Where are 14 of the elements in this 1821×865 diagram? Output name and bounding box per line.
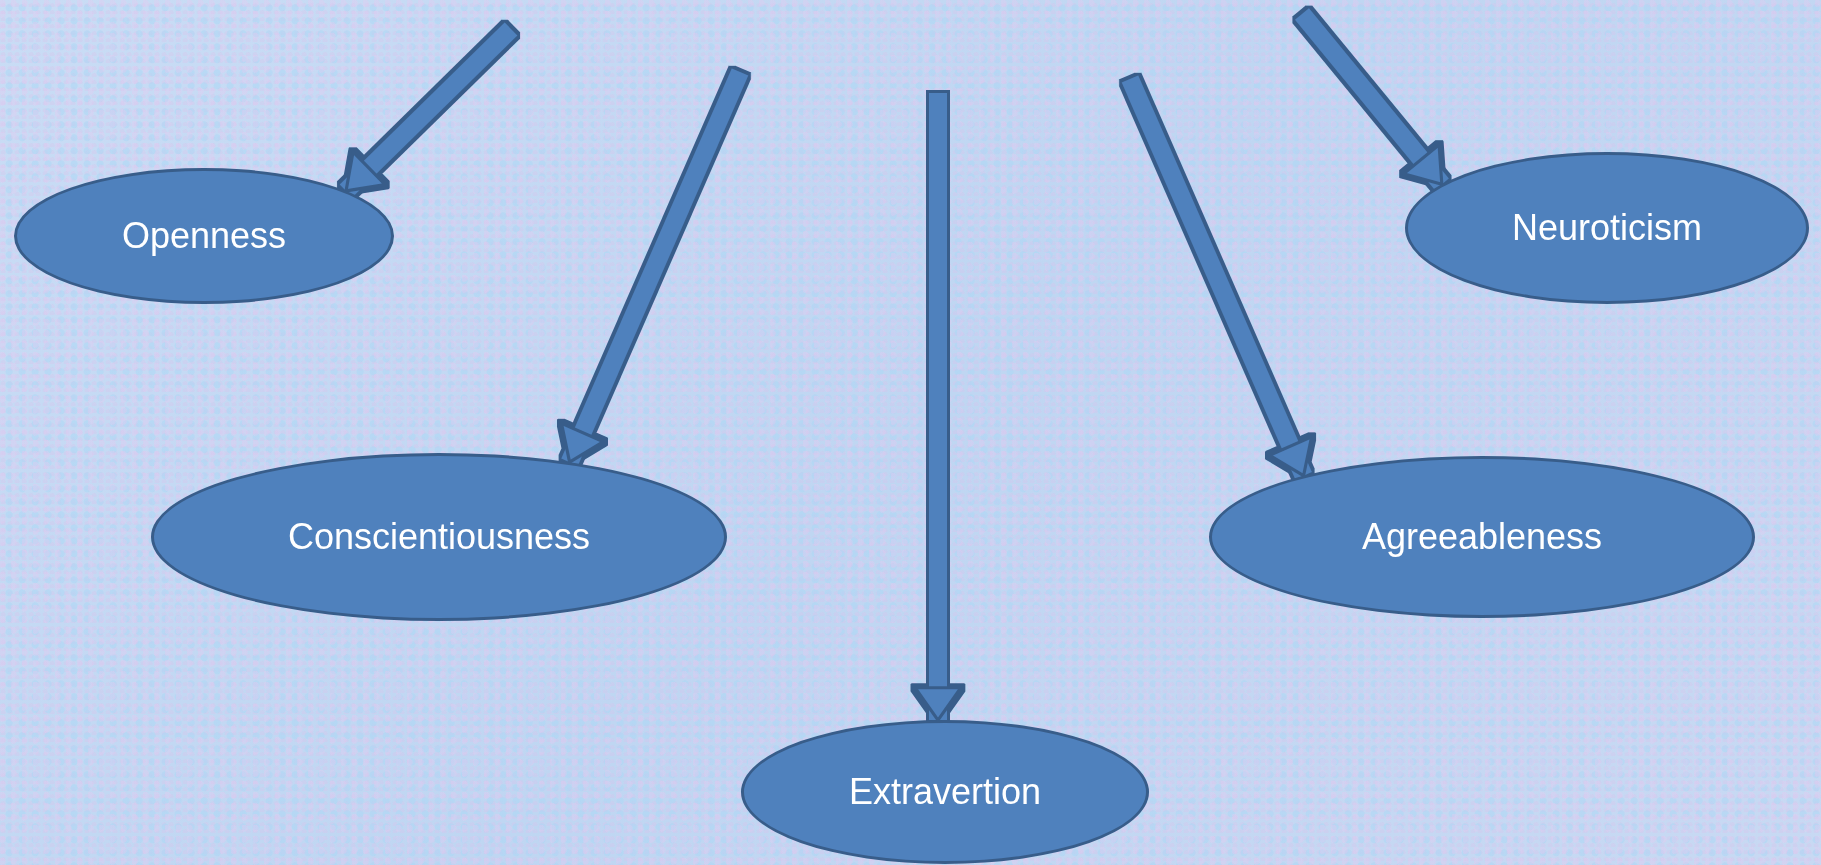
trait-ellipse bbox=[14, 168, 394, 304]
trait-ellipse bbox=[1405, 152, 1809, 304]
trait-label: Extravertion bbox=[848, 771, 1042, 813]
trait-ellipse bbox=[1209, 456, 1755, 618]
trait-ellipse bbox=[741, 720, 1149, 864]
trait-label: Neuroticism bbox=[1511, 207, 1702, 249]
trait-label: Openness bbox=[121, 215, 287, 257]
block-arrow bbox=[559, 68, 749, 466]
trait-label: Conscientiousness bbox=[287, 516, 591, 558]
trait-label: Agreeableness bbox=[1361, 516, 1603, 558]
trait-ellipse bbox=[151, 453, 727, 621]
block-arrow bbox=[1295, 8, 1449, 190]
block-arrow bbox=[1121, 75, 1314, 480]
block-arrow bbox=[913, 93, 963, 722]
